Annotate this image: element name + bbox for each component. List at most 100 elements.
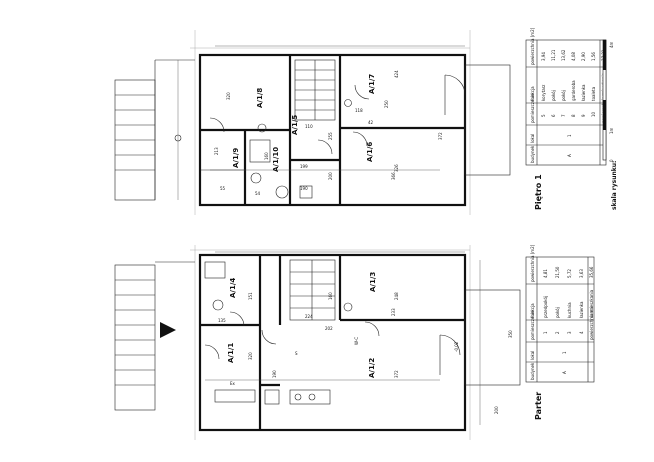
toilet-icon — [275, 185, 289, 199]
dim-label: 151 — [248, 292, 253, 300]
room-label-A-1-10: A/1/10 — [272, 147, 280, 172]
floor-title-ground: Parter — [534, 392, 543, 420]
table-cell: korytarz — [541, 85, 546, 101]
table-header: funkcja — [530, 86, 535, 101]
dim-label: 200 — [328, 172, 333, 180]
scale-tick-label: 1m — [609, 127, 614, 134]
table-cell: 7 — [561, 114, 566, 117]
table-cell: pokój — [555, 307, 560, 318]
room-label-A-1-8: A/1/8 — [256, 88, 264, 108]
ground-staircase — [289, 259, 336, 321]
upper-floor-plan: A/1/8 A/1/9 A/1/10 A/1/5 A/1/7 A/1/6 320… — [114, 30, 543, 215]
table-cell: 10 — [591, 111, 596, 117]
table-cell: pokój — [551, 90, 556, 101]
dim-label: S — [295, 351, 298, 356]
table-cell: 13,62 — [561, 49, 566, 61]
dim-label: 202 — [325, 326, 333, 331]
table-cell: łazienka — [581, 84, 586, 101]
dim-label: 424 — [394, 70, 399, 78]
dim-label: Ex — [230, 381, 236, 386]
table-cell: A — [567, 154, 572, 157]
table-header: lokal — [530, 134, 535, 143]
table-cell: 11,21 — [551, 49, 556, 61]
room-label-A-1-9: A/1/9 — [232, 148, 240, 168]
dim-label: 248 — [394, 292, 399, 300]
dim-label: 118 — [355, 108, 363, 113]
scale-tick-label: 0 — [609, 159, 614, 162]
table-cell: kuchnia — [567, 302, 572, 318]
room-label-A-1-4: A/1/4 — [229, 278, 237, 298]
table-header: pomieszczenie — [530, 93, 535, 123]
dim-label: W-C — [354, 337, 359, 345]
table-cell: 1,56 — [591, 52, 596, 61]
table-header: pomieszczenie — [530, 310, 535, 340]
dim-label: 213 — [214, 147, 219, 155]
dim-label: 224 — [305, 314, 313, 319]
room-label-A-1-6: A/1/6 — [366, 142, 374, 162]
dim-label: 372 — [394, 370, 399, 378]
floor-title-upper: Piętro 1 — [534, 174, 543, 210]
dim-label: 326 — [394, 164, 399, 172]
dim-label: 190 — [300, 186, 308, 191]
room-label-A-1-3: A/1/3 — [369, 272, 377, 292]
kitchen-counter-icon — [289, 389, 331, 405]
ground-floor-plan: A/1/4 A/1/1 A/1/3 A/1/2 350 200 372 248 … — [114, 245, 543, 440]
toilet-icon — [212, 299, 224, 311]
dim-label: 350 — [508, 330, 513, 338]
table-cell: 4,81 — [543, 269, 548, 278]
table-cell: garderoba — [571, 80, 576, 101]
dim-label: 320 — [226, 92, 231, 100]
table-cell: 3,94 — [541, 52, 546, 61]
dim-label: 250 — [384, 100, 389, 108]
scale-tick-label: 4m — [609, 41, 614, 48]
table-total: 35,66 — [589, 266, 594, 278]
room-label-A-1-7: A/1/7 — [368, 74, 376, 94]
dim-label: 200 — [494, 406, 499, 414]
area-table-upper: budynek lokal pomieszczenie funkcja powi… — [525, 27, 607, 166]
table-cell: toaleta — [591, 86, 596, 101]
table-cell: pokój — [561, 90, 566, 101]
table-cell: 21,50 — [555, 266, 560, 278]
table-cell: 8 — [571, 114, 576, 117]
dim-label: 110 — [305, 124, 313, 129]
dim-label: 42 — [368, 120, 374, 125]
ground-external-stairs — [114, 261, 195, 411]
dim-label: 366 — [391, 172, 396, 180]
table-cell: 1 — [562, 351, 567, 354]
table-cell: 3,63 — [579, 269, 584, 278]
dim-label: 55 — [220, 186, 226, 191]
table-header: powierzchnia [m2] — [530, 27, 535, 65]
table-cell: 4,08 — [571, 52, 576, 61]
table-cell: 9 — [581, 114, 586, 117]
scale-label: skala rysunku: — [611, 161, 618, 210]
dim-label: 190 — [272, 370, 277, 378]
table-header: lokal — [530, 351, 535, 360]
table-header: funkcja — [530, 303, 535, 318]
room-label-A-1-5: A/1/5 — [291, 115, 299, 135]
table-cell: 2,90 — [581, 52, 586, 61]
table-cell: 6 — [551, 114, 556, 117]
table-cell: suma — [589, 306, 594, 318]
table-cell: powierzchnia mieszkania — [589, 289, 594, 340]
entrance-arrow-icon — [160, 322, 176, 338]
table-cell: 1 — [543, 331, 548, 334]
table-header: powierzchnia [m2] — [530, 244, 535, 282]
area-table-ground: budynek lokal pomieszczenie funkcja powi… — [525, 244, 595, 383]
dim-label: 233 — [391, 308, 396, 316]
dim-label: 320 — [248, 352, 253, 360]
table-cell: 5 — [541, 114, 546, 117]
table-header: budynek — [530, 362, 535, 380]
table-cell: 5,72 — [567, 269, 572, 278]
upper-external-stairs — [114, 59, 195, 201]
table-cell: A — [562, 371, 567, 374]
dim-label: 372 — [438, 132, 443, 140]
dim-label: 255 — [328, 132, 333, 140]
dim-label: 54 — [255, 191, 261, 196]
room-label-A-1-1: A/1/1 — [227, 343, 235, 363]
bathtub-icon — [204, 261, 226, 279]
table-cell: 4 — [579, 331, 584, 334]
table-cell: przedpokój — [543, 296, 548, 318]
table-cell: 3 — [567, 331, 572, 334]
table-cell: 1 — [567, 134, 572, 137]
